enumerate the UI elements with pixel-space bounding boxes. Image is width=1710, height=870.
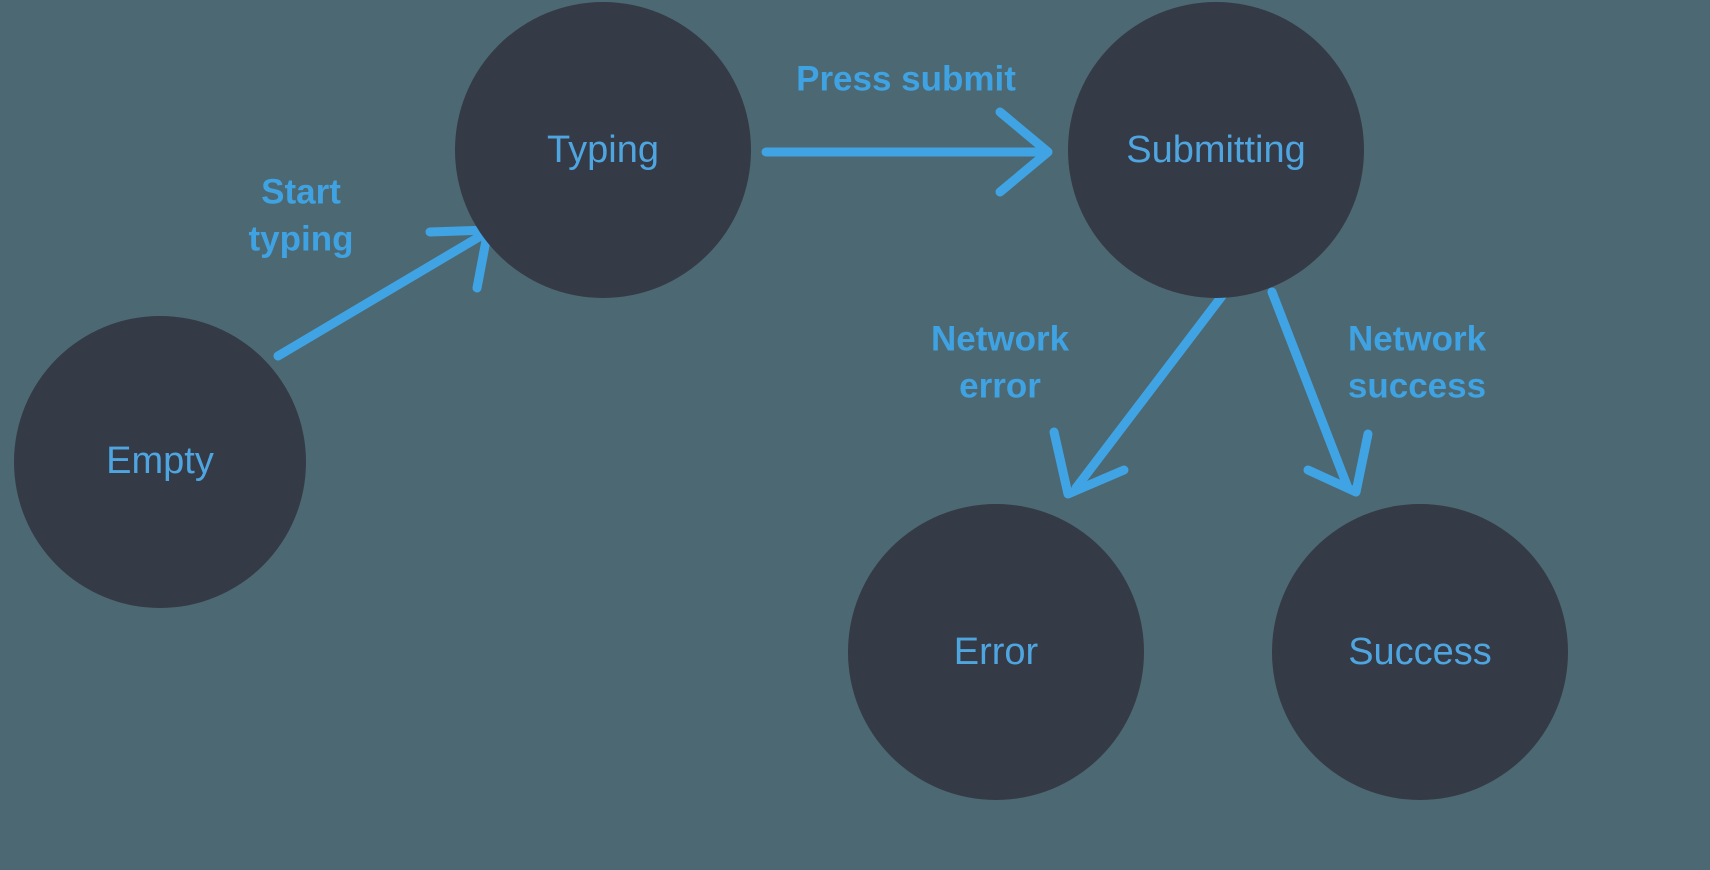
state-node-typing[interactable]: Typing: [455, 2, 751, 298]
edge-label-network-success-line-1: Network: [1348, 319, 1487, 358]
state-node-submitting[interactable]: Submitting: [1068, 2, 1364, 298]
edge-label-press-submit-line-1: Press submit: [796, 59, 1016, 98]
state-node-submitting-label: Submitting: [1126, 129, 1306, 171]
state-node-error[interactable]: Error: [848, 504, 1144, 800]
edge-typing-to-submitting-arrowhead: [995, 107, 1053, 197]
edge-label-press-submit: Press submit: [796, 59, 1016, 98]
state-node-typing-circle: [455, 2, 751, 298]
edge-label-network-success-line-2: success: [1348, 366, 1486, 405]
state-node-error-label: Error: [954, 631, 1039, 673]
edge-submitting-to-success-shaft: [1267, 287, 1353, 493]
state-node-empty[interactable]: Empty: [14, 316, 306, 608]
edge-empty-to-typing-shaft: [273, 229, 489, 361]
edge-label-start-typing: Start typing: [249, 172, 354, 258]
state-node-success[interactable]: Success: [1272, 504, 1568, 800]
state-node-empty-circle: [14, 316, 306, 608]
state-node-error-circle: [848, 504, 1144, 800]
edge-label-network-error-line-1: Network: [931, 319, 1070, 358]
state-node-success-circle: [1272, 504, 1568, 800]
edge-submitting-to-error-arrowhead: [1049, 427, 1129, 499]
edge-label-start-typing-line-1: Start: [261, 172, 341, 211]
edge-label-network-error: Network error: [931, 319, 1070, 405]
state-node-empty-label: Empty: [106, 440, 214, 482]
edge-submitting-to-success[interactable]: [1267, 287, 1373, 497]
edge-label-network-success: Network success: [1348, 319, 1487, 405]
state-node-typing-label: Typing: [547, 129, 659, 171]
edge-label-start-typing-line-2: typing: [249, 219, 354, 258]
edge-submitting-to-error-shaft: [1071, 291, 1227, 493]
edge-submitting-to-error[interactable]: [1049, 291, 1227, 499]
edge-typing-to-submitting[interactable]: [761, 107, 1053, 197]
state-node-success-label: Success: [1348, 631, 1492, 673]
edge-label-network-error-line-2: error: [959, 366, 1041, 405]
state-node-submitting-circle: [1068, 2, 1364, 298]
edge-submitting-to-success-arrowhead: [1303, 429, 1373, 497]
